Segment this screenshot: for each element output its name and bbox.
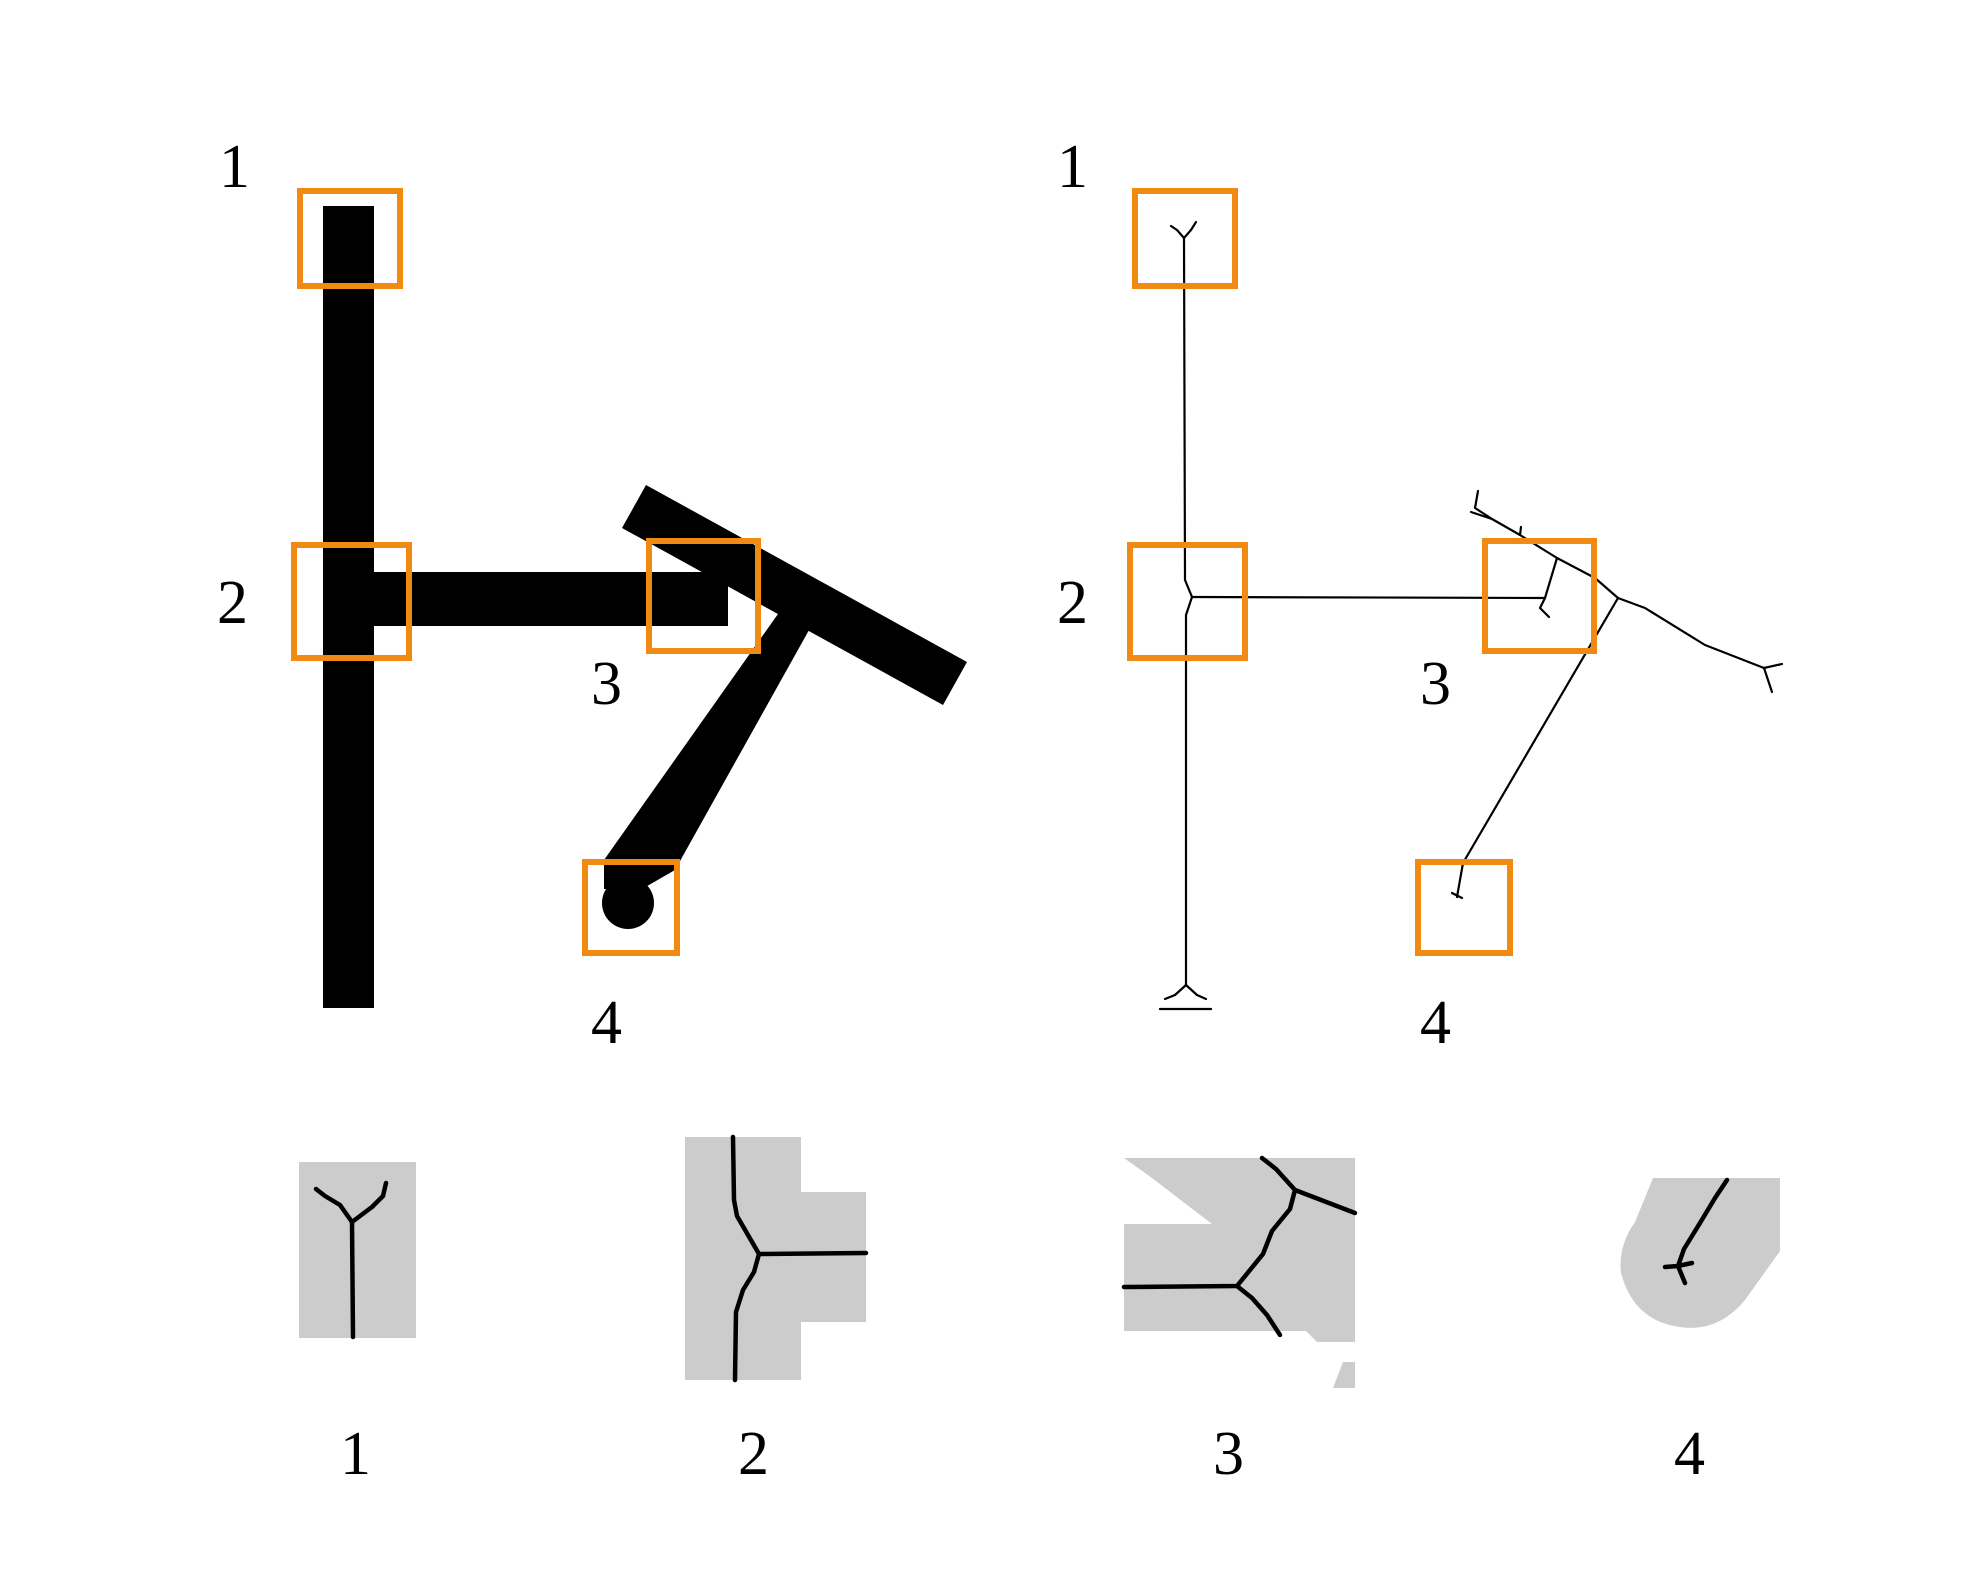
left-label-1: 1 [219, 133, 250, 201]
skeleton-lines [1158, 220, 1784, 1011]
left-label-4: 4 [591, 989, 622, 1057]
zoom-label-4: 4 [1674, 1420, 1705, 1488]
skeleton-highlight-box-1 [1132, 188, 1238, 289]
binary-shape-panel: 1 2 3 4 [217, 133, 967, 1057]
highlight-box-2 [291, 542, 412, 661]
right-label-3: 3 [1420, 650, 1451, 718]
skeleton-highlight-box-4 [1415, 859, 1513, 956]
vertical-bar [323, 206, 374, 1008]
skeleton-highlight-box-2 [1127, 542, 1248, 661]
zoom-label-1: 1 [340, 1420, 371, 1488]
zoom-crop-3 [1121, 1155, 1358, 1388]
zoom-label-3: 3 [1213, 1420, 1244, 1488]
zoom-label-2: 2 [738, 1420, 769, 1488]
diagonal-leg [604, 597, 818, 889]
horizontal-bar [368, 572, 728, 626]
skeleton-highlight-box-3 [1482, 538, 1597, 654]
rounded-leg-end [602, 877, 654, 929]
right-label-1: 1 [1057, 133, 1088, 201]
right-label-2: 2 [1057, 569, 1088, 637]
right-label-4: 4 [1420, 989, 1451, 1057]
highlight-box-1 [297, 188, 403, 289]
zoom-crop-2 [685, 1134, 869, 1383]
highlight-box-3 [646, 538, 761, 654]
zoom-crop-4 [1620, 1177, 1780, 1328]
left-label-3: 3 [591, 650, 622, 718]
left-label-2: 2 [217, 569, 248, 637]
skeleton-panel: 1 2 3 4 [1057, 133, 1784, 1057]
zoom-crop-1 [299, 1162, 416, 1340]
highlight-box-4 [582, 859, 680, 956]
